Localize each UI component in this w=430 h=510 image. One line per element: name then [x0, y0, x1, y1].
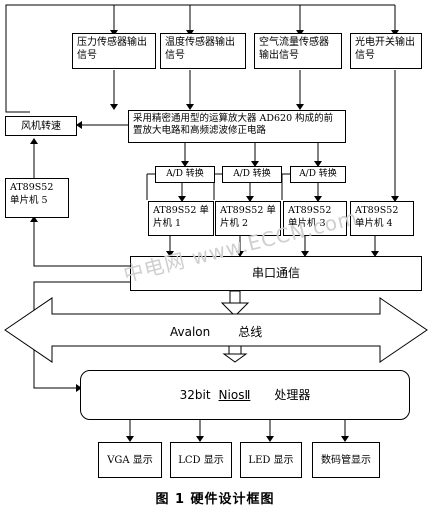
cpu-bits: 32bit	[179, 387, 211, 402]
cpu-suffix: 处理器	[274, 387, 311, 402]
temperature-sensor-label: 温度传感器输出信号	[165, 37, 235, 61]
vga-display-box: VGA 显示	[98, 442, 162, 478]
bus-suffix: 总线	[238, 325, 263, 339]
ad-converter-2-label: A/D 转换	[233, 169, 271, 179]
figure-caption: 图 1 硬件设计框图	[155, 492, 275, 507]
cpu-name: NiosⅡ	[218, 387, 251, 402]
led-display-label: LED 显示	[248, 454, 294, 466]
photo-switch-box: 光电开关输出信号	[350, 33, 422, 69]
mcu-4-label: AT89S52 单片机 4	[355, 205, 399, 229]
airflow-sensor-label: 空气流量传感器输出信号	[259, 37, 329, 61]
fan-speed-box: 风机转速	[5, 116, 77, 136]
amplifier-label: 采用精密通用型的运算放大器 AD620 构成的前置放大电路和高频滤波修正电路	[133, 113, 334, 136]
mcu-3-box: AT89S52 单片机 3	[283, 201, 347, 236]
serial-comm-box: 串口通信	[130, 256, 422, 291]
pressure-sensor-label: 压力传感器输出信号	[77, 37, 147, 61]
lcd-display-box: LCD 显示	[170, 442, 232, 478]
airflow-sensor-box: 空气流量传感器输出信号	[254, 33, 342, 69]
nios-processor-box: 32bit NiosⅡ 处理器	[80, 370, 410, 420]
mcu-5-label: AT89S52 单片机 5	[10, 182, 54, 206]
ad-converter-3: A/D 转换	[290, 166, 346, 183]
led-display-box: LED 显示	[240, 442, 302, 478]
mcu-4-box: AT89S52 单片机 4	[350, 201, 414, 236]
bus-name: Avalon	[170, 325, 211, 339]
serial-comm-label: 串口通信	[251, 266, 300, 280]
bus-label: Avalon 总线	[170, 323, 262, 340]
temperature-sensor-box: 温度传感器输出信号	[160, 33, 246, 69]
mcu-1-label: AT89S52 单片机 1	[153, 205, 209, 229]
mcu-2-box: AT89S52 单片机 2	[215, 201, 281, 236]
ad-converter-1-label: A/D 转换	[166, 169, 204, 179]
mcu-3-label: AT89S52 单片机 3	[288, 205, 332, 229]
ad-converter-2: A/D 转换	[222, 166, 282, 183]
seven-segment-display-label: 数码管显示	[321, 454, 371, 466]
avalon-bus-arrow	[4, 297, 428, 363]
lcd-display-label: LCD 显示	[178, 454, 224, 466]
pressure-sensor-box: 压力传感器输出信号	[72, 33, 156, 69]
ad-converter-1: A/D 转换	[155, 166, 215, 183]
ad-converter-3-label: A/D 转换	[299, 169, 337, 179]
fan-speed-label: 风机转速	[21, 120, 61, 132]
seven-segment-display-box: 数码管显示	[312, 442, 380, 478]
photo-switch-label: 光电开关输出信号	[355, 37, 415, 61]
amplifier-box: 采用精密通用型的运算放大器 AD620 构成的前置放大电路和高频滤波修正电路	[128, 110, 346, 143]
fan-to-pressure-line	[5, 4, 115, 113]
vga-display-label: VGA 显示	[107, 454, 153, 466]
mcu-5-box: AT89S52 单片机 5	[5, 178, 69, 218]
mcu-1-box: AT89S52 单片机 1	[148, 201, 214, 236]
mcu-2-label: AT89S52 单片机 2	[220, 205, 276, 229]
